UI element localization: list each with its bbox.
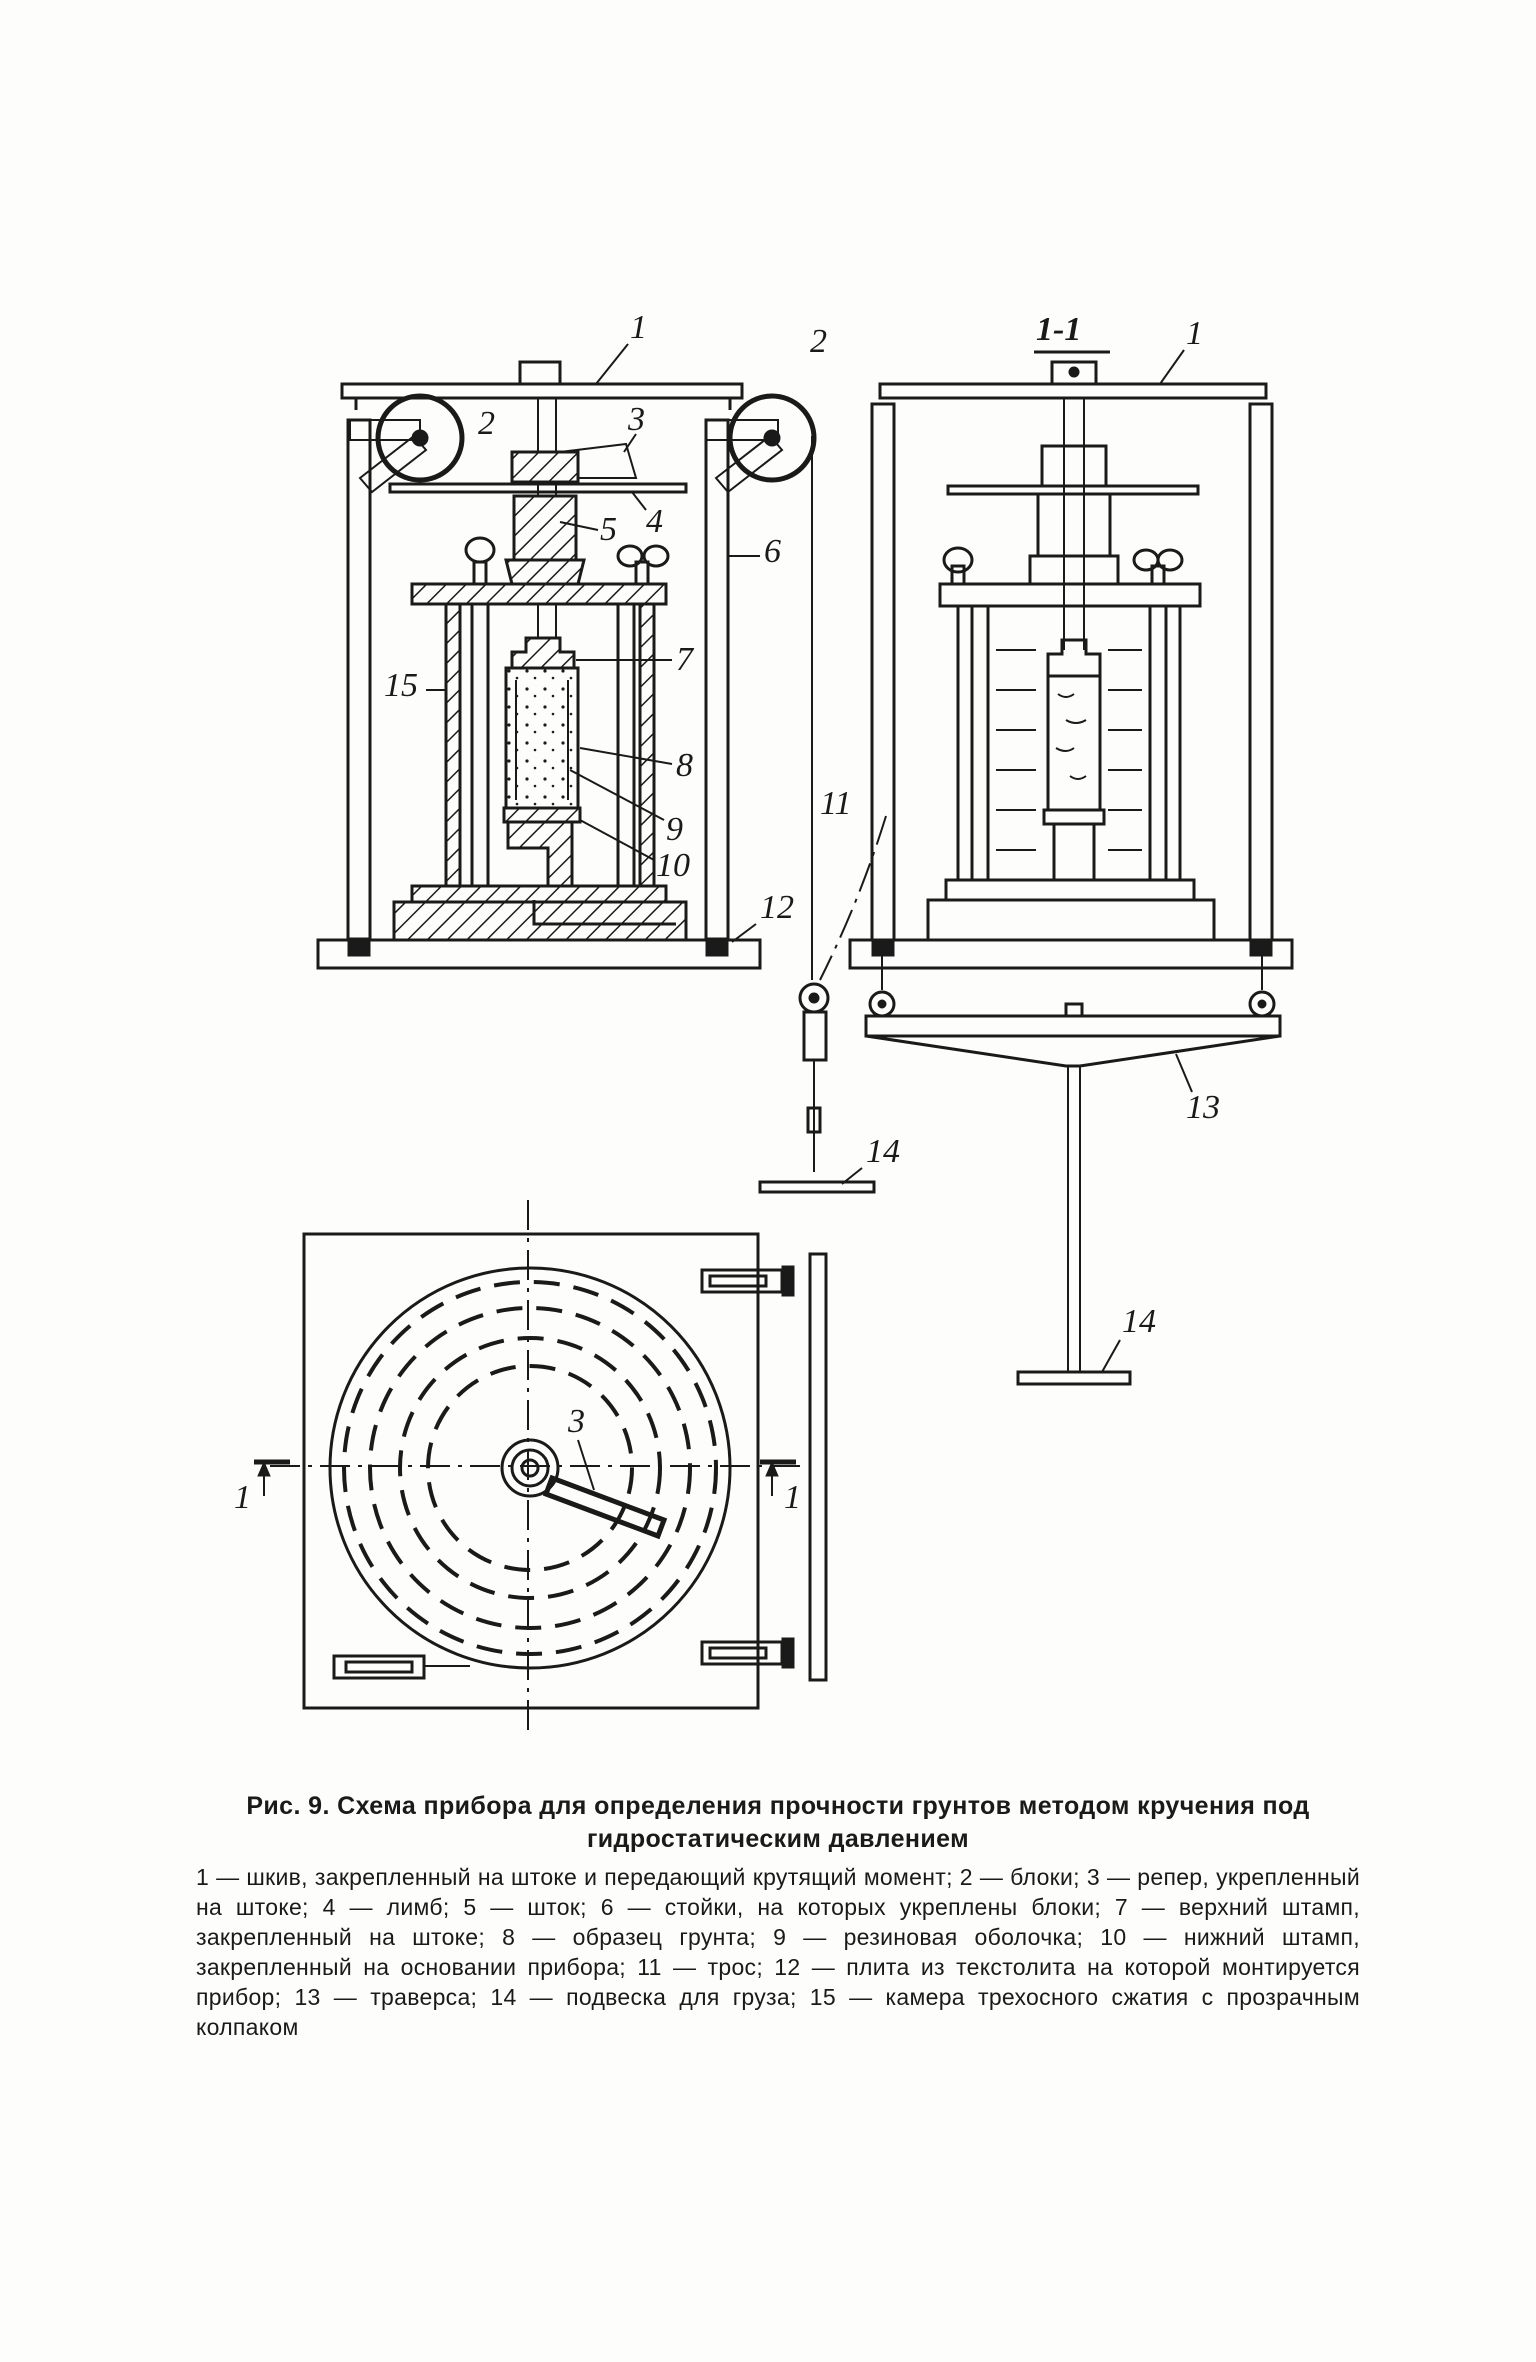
left-post [346,418,372,942]
label-2-right: 2 [810,323,827,360]
label-10: 10 [656,847,690,884]
device-schematic: 1 2 2 3 4 5 6 7 8 9 10 11 12 14 15 1-1 1 [234,309,1294,1730]
cut-marker-right: 1 [784,1479,801,1516]
section-title: 1-1 [1036,311,1081,348]
caption-title: Рис. 9. Схема прибора для определения пр… [246,1792,1310,1853]
stock [510,450,580,484]
load-hanger-front [758,1180,876,1194]
plan-chamber-outer [342,1280,718,1656]
base-plate [316,938,762,970]
plan-reper-arm [542,1474,668,1540]
label-6: 6 [764,533,781,570]
wing-nut-right [616,544,670,586]
figure-caption: Рис. 9. Схема прибора для определения пр… [196,1790,1360,2042]
label-4: 4 [646,503,663,540]
label-5: 5 [600,511,617,548]
section-post-right [1248,402,1274,942]
chamber-wall-left [444,602,462,888]
bolt-bottom-left [332,1654,470,1680]
label-8: 8 [676,747,693,784]
load-hanger-section [1016,1370,1132,1386]
section-post-left [870,402,896,942]
bolt-top-right [700,1265,795,1297]
right-post [704,418,730,942]
left-pulley [349,393,465,494]
label-7: 7 [676,641,695,678]
cell-top-plate [410,582,668,606]
label-11: 11 [820,785,851,822]
section-view: 1-1 1 [848,311,1294,1386]
label-2-left: 2 [478,405,495,442]
cut-marker-left: 1 [234,1479,251,1516]
front-view: 1 2 2 3 4 5 6 7 8 9 10 11 12 14 15 [316,309,900,1194]
label-14-front: 14 [866,1133,900,1170]
plan-base-plate [302,1232,760,1710]
label-9: 9 [666,811,683,848]
label-3: 3 [627,401,645,438]
plan-view: 1 1 3 [234,1200,828,1730]
label-15: 15 [384,667,418,704]
cell-base [410,884,668,904]
label-1: 1 [630,309,647,346]
plan-side-bar [808,1252,828,1682]
label-14-section: 14 [1122,1303,1156,1340]
wing-nut-left [464,536,496,586]
section-chamber [956,604,1182,882]
caption-legend: 1 — шкив, закрепленный на штоке и переда… [196,1864,1360,2040]
top-bar [340,382,744,400]
chamber-wall-right [638,602,656,888]
traverse [864,1014,1282,1038]
right-pulley [705,393,817,494]
soil-sample [504,666,580,810]
label-13: 13 [1186,1089,1220,1126]
label-12: 12 [760,889,794,926]
bolt-bottom-right [700,1637,795,1669]
label-3-plan: 3 [567,1403,585,1440]
label-1-section: 1 [1186,315,1203,352]
limb-disk [388,482,688,494]
